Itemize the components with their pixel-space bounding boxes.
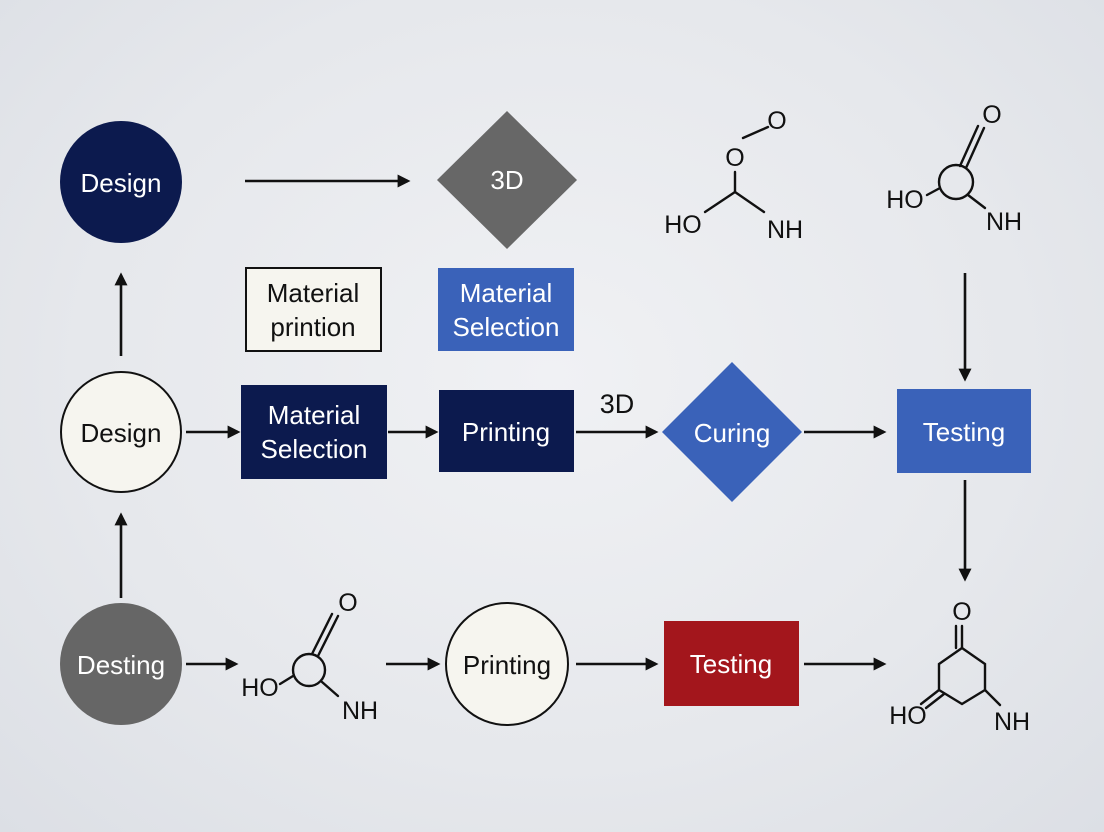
- design-node-top-label: Design: [81, 168, 162, 198]
- testing-box-middle: Testing: [897, 389, 1031, 473]
- 3d-diamond-top-label: 3D: [490, 165, 523, 195]
- printing-node-bottom: Printing: [445, 602, 569, 726]
- molecule-carbamic-top-nh: NH: [986, 208, 1022, 236]
- testing-bottom-label: Testing: [690, 649, 772, 679]
- molecule-carbamic-bottom: O HO NH: [241, 589, 378, 725]
- molecule-peroxide-nh: NH: [767, 216, 803, 244]
- design-node-middle-label: Design: [81, 418, 162, 448]
- connector-arrows: [114, 174, 972, 671]
- molecule-peroxide: O O HO NH: [664, 107, 803, 244]
- material-selection-mid-label-line1: Material: [268, 400, 360, 430]
- material-printion-label-line1: Material: [267, 278, 359, 308]
- molecule-carbamic-top: O HO NH: [886, 101, 1022, 236]
- printing-bottom-label: Printing: [463, 650, 551, 680]
- molecule-ring-bottom-right: O HO NH: [889, 598, 1030, 736]
- molecule-peroxide-o-top: O: [767, 107, 786, 135]
- molecule-ring-ho: HO: [889, 702, 927, 730]
- printing-box-middle: Printing: [439, 390, 574, 472]
- desting-node: Desting: [60, 603, 182, 725]
- desting-label: Desting: [77, 650, 165, 680]
- molecule-carbamic-bottom-nh: NH: [342, 697, 378, 725]
- testing-middle-label: Testing: [923, 417, 1005, 447]
- molecule-ring-nh: NH: [994, 708, 1030, 736]
- molecule-ring-o: O: [952, 598, 971, 626]
- material-printion-label-line2: printion: [270, 312, 355, 342]
- material-printion-box: Material printion: [245, 267, 382, 352]
- molecule-carbamic-top-ho: HO: [886, 186, 924, 214]
- design-node-top: Design: [60, 121, 182, 243]
- material-selection-box-middle: Material Selection: [241, 385, 387, 479]
- printing-middle-label: Printing: [462, 417, 550, 447]
- molecule-peroxide-ho: HO: [664, 211, 702, 239]
- testing-box-bottom: Testing: [664, 621, 799, 706]
- molecule-carbamic-bottom-ho: HO: [241, 674, 279, 702]
- molecule-carbamic-bottom-o: O: [338, 589, 357, 617]
- material-selection-top-label-line1: Material: [460, 278, 552, 308]
- material-selection-box-top: Material Selection: [438, 268, 574, 351]
- molecule-peroxide-o-mid: O: [725, 144, 744, 172]
- material-selection-mid-label-line2: Selection: [261, 434, 368, 464]
- curing-diamond: Curing: [662, 362, 802, 502]
- molecule-carbamic-top-o: O: [982, 101, 1001, 129]
- label-3d-middle: 3D: [600, 389, 635, 419]
- design-node-middle: Design: [60, 371, 182, 493]
- 3d-diamond-top: 3D: [437, 111, 577, 249]
- material-selection-top-label-line2: Selection: [453, 312, 560, 342]
- curing-label: Curing: [694, 418, 771, 448]
